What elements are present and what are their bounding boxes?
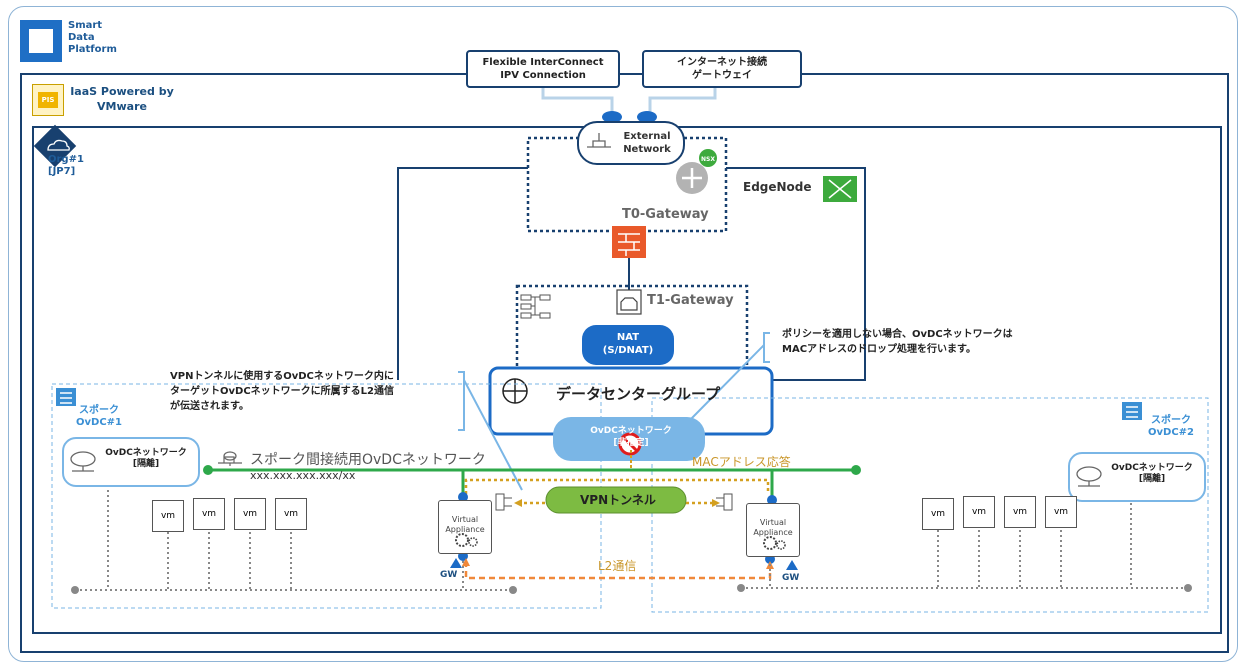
vpn-note-bracket [458,371,465,431]
nat-label: NAT (S/DNAT) [602,332,654,356]
spoke2-ovdc-label: OvDCネットワーク [隔離] [1111,463,1193,484]
t0-gateway-label: T0-Gateway [622,207,709,222]
gw2-label: GW [782,573,800,583]
pis-icon: PIS [32,84,64,116]
external-network-node: External Network [577,121,685,165]
mac-response-path [464,478,770,494]
virtual-appliance-2: Virtual Appliance [746,503,800,557]
ext-port-2 [637,111,657,123]
edgenode-label: EdgeNode [743,180,812,194]
spoke2-label: スポーク OvDC#2 [1148,415,1194,438]
edgenode-icon [823,176,857,202]
fic-box: Flexible InterConnect IPV Connection [466,50,620,88]
spoke1-ovdc-node: OvDCネットワーク [隔離] [62,437,200,487]
gear-icon [763,536,786,550]
vm-box: vm [193,498,225,530]
iaas-frame [20,73,1229,653]
l2-label: L2通信 [598,559,637,573]
spoke1-label: スポーク OvDC#1 [76,405,122,428]
vm-box: vm [152,500,184,532]
t1-gateway-icon [616,289,642,315]
dc-group-icon [502,378,528,404]
dc-ovdc-label: OvDCネットワーク [非指定] [590,426,672,448]
virtual-appliance-1: Virtual Appliance [438,500,492,554]
edge-left-line [397,167,528,380]
ext-port-1 [602,111,622,123]
gw1-marker [450,558,462,568]
spoke1-icon [56,388,76,406]
sdp-logo-text: Smart Data Platform [68,20,117,55]
vpn-note: VPNトンネルに使用するOvDCネットワーク内に ターゲットOvDCネットワーク… [170,371,394,412]
cloud-network-icon [70,451,96,472]
network-icon [587,133,611,148]
outer-frame [8,6,1238,662]
org-label: Org#1 [JP7] [48,154,84,177]
gw1-label: GW [440,570,458,580]
va1-label: Virtual Appliance [445,515,485,534]
gw2-marker [786,560,798,570]
vm-box: vm [963,496,995,528]
mac-response-label: MACアドレス応答 [692,455,791,469]
spoke2-icon [1122,402,1142,420]
va2-label: Virtual Appliance [753,518,793,537]
spoke2-ovdc-node: OvDCネットワーク [隔離] [1068,452,1206,502]
nsx-text: NSX [701,156,715,163]
hierarchy-icon [520,294,551,319]
vpn-tunnel-pipe [545,486,687,514]
t1-gateway-label: T1-Gateway [647,293,734,308]
vm-box: vm [1004,496,1036,528]
nat-pill [582,325,674,365]
vm-box: vm [275,498,307,530]
external-network-label: External Network [623,131,671,155]
policy-note-bracket [763,332,770,363]
iaas-title: IaaS Powered by VMware [70,85,174,113]
interconnect-icon [218,451,242,466]
interconnect-label: スポーク間接続用OvDCネットワーク [250,452,486,468]
fic-link [541,86,614,112]
dc-group-label: データセンターグループ [556,385,721,403]
gear-icon [455,533,478,547]
vpn-tunnel-label: VPNトンネル [580,493,656,507]
vm-box: vm [922,498,954,530]
router-icon [676,149,717,194]
interconnect-cidr: xxx.xxx.xxx.xxx/xx [250,469,356,482]
vm-box: vm [1045,496,1077,528]
cloud-network-icon [1076,466,1102,487]
internet-gateway-box: インターネット接続 ゲートウェイ [642,50,802,88]
edge-right-line [726,167,866,381]
sdp-logo-icon [20,20,62,62]
t1-frame [515,284,749,380]
vm-box: vm [234,498,266,530]
va2-switch-icon [716,493,733,511]
internet-link [648,86,717,112]
spoke1-ovdc-label: OvDCネットワーク [隔離] [105,448,187,469]
va1-switch-icon [495,493,512,511]
org-cloud-icon [33,124,77,168]
policy-note: ポリシーを適用しない場合、OvDCネットワークは MACアドレスのドロップ処理を… [782,329,1013,355]
